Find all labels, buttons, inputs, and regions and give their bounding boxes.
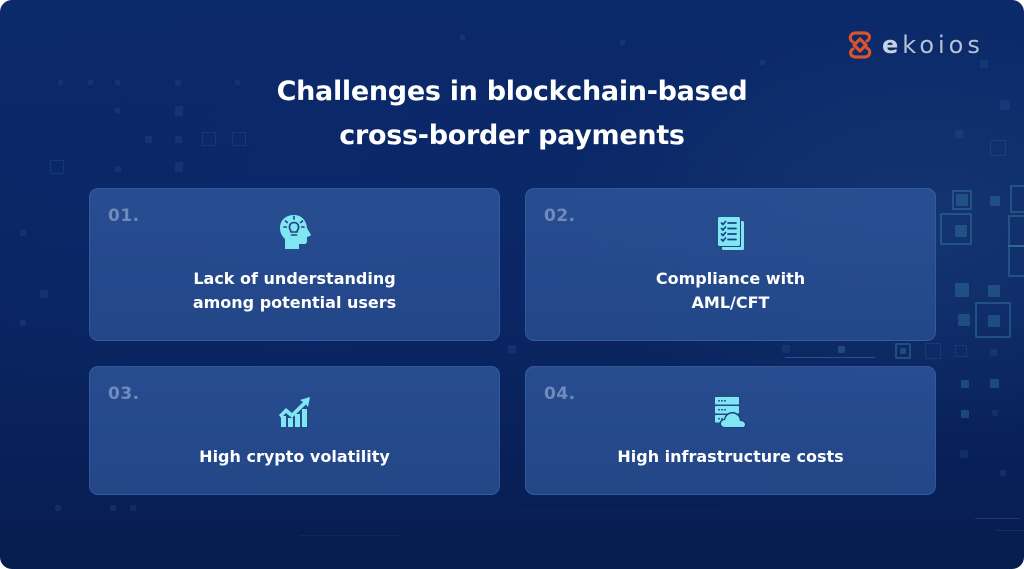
brand-logo[interactable]: ekoios [846, 30, 984, 60]
card-label: High crypto volatility [199, 447, 390, 466]
growth-chart-icon [278, 397, 310, 427]
title-line-2: cross-border payments [339, 120, 685, 151]
title-line-1: Challenges in blockchain-based [276, 76, 748, 107]
card-number: 01. [108, 206, 140, 226]
card-number: 04. [544, 384, 576, 404]
card-label: Lack of understanding among potential us… [192, 269, 397, 312]
ekoios-logo-icon [848, 31, 872, 59]
challenge-card-4: 04. High infrastructure costs [525, 366, 936, 495]
challenge-card-2: 02. Compliance with AML/CFT [525, 188, 936, 341]
server-cloud-icon [714, 397, 746, 428]
challenge-card-1: 01. Lack of understanding among potentia… [89, 188, 500, 341]
head-lightbulb-icon [279, 215, 311, 249]
card-number: 03. [108, 384, 140, 404]
page-title: Challenges in blockchain-based cross-bor… [0, 70, 1024, 158]
brand-name: ekoios [882, 31, 984, 59]
card-label: Compliance with AML/CFT [655, 269, 806, 312]
checklist-document-icon [717, 217, 744, 250]
challenge-card-3: 03. High crypto volatility [89, 366, 500, 495]
card-number: 02. [544, 206, 576, 226]
card-label: High infrastructure costs [617, 447, 844, 466]
